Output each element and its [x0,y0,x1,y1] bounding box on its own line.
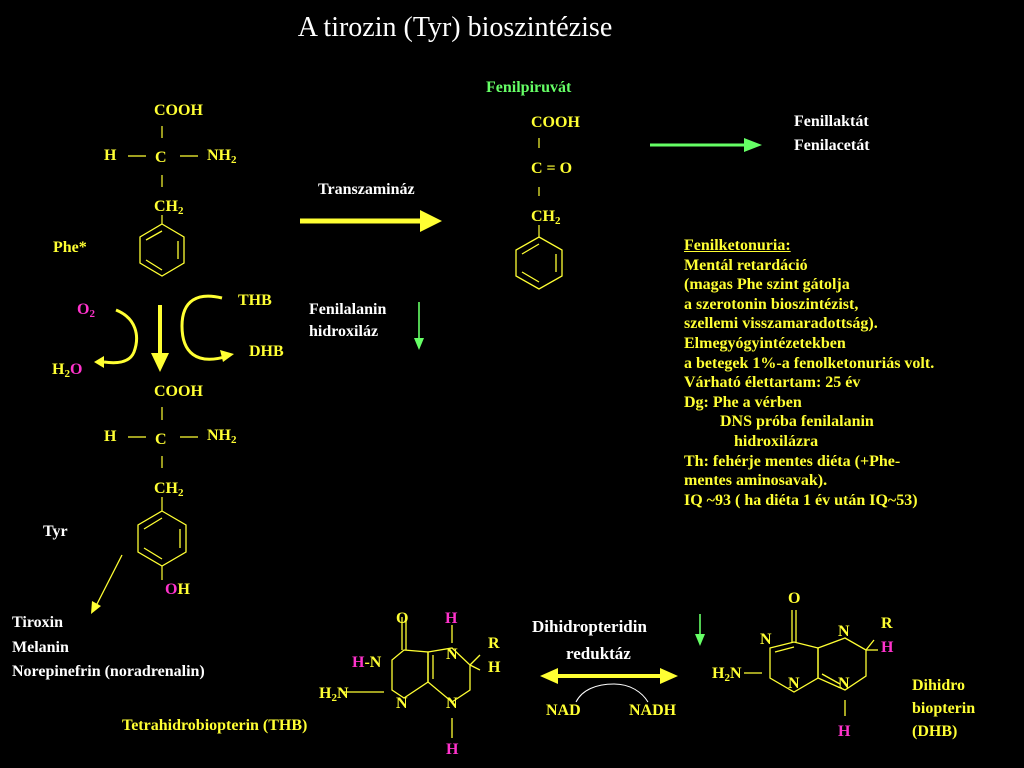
tyr-h: H [104,428,117,445]
slide-title: A tirozin (Tyr) bioszintézise [297,12,613,43]
thb-o: O [396,610,409,627]
transaminase-label: Transzamináz [318,181,415,198]
pku-line: Mentál retardáció [684,256,808,274]
reductase-double-arrow [540,668,678,684]
dhb-n-left: N [760,631,772,648]
reductase-arrow [695,614,705,646]
dhb-n-bottom-right: N [838,675,850,692]
o2-label: O2 [77,301,95,320]
tyr-product-melanin: Melanin [12,639,69,656]
dhb-name-line1: Dihidro [912,677,966,694]
product-fenillaktat: Fenillaktát [794,113,869,130]
phe-bonds [128,126,198,224]
pku-line: a szerotonin bioszintézist, [684,295,859,313]
tyr-c: C [155,431,167,448]
dhb-h2n: H2N [712,665,742,684]
dhb-n-top: N [838,623,850,640]
thb-name: Tetrahidrobiopterin (THB) [122,717,308,734]
pku-dns-line2: hidroxilázra [734,432,819,450]
dhb-o: O [788,590,801,607]
pku-line: a betegek 1%-a fenolketonuriás volt. [684,354,935,372]
phenylpyruvate-cooh: COOH [531,114,580,131]
pku-line: (magas Phe szint gátolja [684,276,850,294]
dhb-label: DHB [249,343,284,360]
thb-h-top: H [445,610,458,627]
thb-label: THB [238,292,272,309]
phe-cooh: COOH [154,102,203,119]
h2o-label: H2O [52,361,83,380]
pku-heading: Fenilketonuria: [684,237,791,254]
tyr-ch2: CH2 [154,480,184,499]
phe-label: Phe* [53,239,87,256]
phe-c: C [155,149,167,166]
thb-h-bottom: H [446,741,459,758]
thb-r: R [488,635,500,652]
tyr-product-norepinefrin: Norepinefrin (noradrenalin) [12,663,205,680]
phe-benzene-ring [139,223,185,277]
products-arrow [650,138,762,152]
pku-line: mentes aminosavak). [684,472,828,490]
pku-line: Elmegyógyintézetekben [684,334,846,352]
product-fenilacetat: Fenilacetát [794,137,870,154]
phenylpyruvate-benzene-ring [515,236,563,290]
thb-h2n: H2N [319,685,349,704]
pku-line: Várható élettartam: 25 év [684,374,861,392]
phenylpyruvate-co: C = O [531,160,573,177]
pku-info: Fenilketonuria: Mentál retardáció (magas… [684,236,934,510]
nad-label: NAD [546,702,581,719]
reductase-name-line2: reduktáz [566,644,631,663]
thb-h-r: H [488,659,501,676]
phe-ch2: CH2 [154,198,184,217]
tyr-oh: OH [165,581,190,598]
dhb-name-line2: biopterin [912,700,976,717]
hydroxylase-name-line1: Fenilalanin [309,301,387,318]
dhb-r: R [881,615,893,632]
thb-n-top: N [446,646,458,663]
tyr-label: Tyr [43,523,68,540]
phenylpyruvate-ch2: CH2 [531,208,561,227]
reductase-name-line1: Dihidropteridin [532,617,647,636]
nad-nadh-curve [575,683,649,703]
tyr-products-arrow [91,554,123,614]
pku-line: IQ ~93 ( ha diéta 1 év után IQ~53) [684,491,918,509]
transaminase-arrow [300,210,442,232]
tyr-nh2: NH2 [207,427,237,446]
thb-n-bottom-right: N [446,695,458,712]
dhb-h-r: H [881,639,894,656]
hydroxylase-arrow [414,302,424,350]
thb-n-bottom-left: N [396,695,408,712]
phe-nh2: NH2 [207,147,237,166]
tyr-benzene-ring [137,510,187,567]
dhb-ring [744,610,878,716]
pku-line: Dg: Phe a vérben [684,393,802,411]
dhb-h-bottom: H [838,723,851,740]
tyr-cooh: COOH [154,383,203,400]
thb-ring [344,617,481,738]
pku-line: szellemi visszamaradottság). [684,315,878,333]
nadh-label: NADH [629,702,677,719]
dhb-name-line3: (DHB) [912,723,958,740]
pku-line: Th: fehérje mentes diéta (+Phe- [684,452,901,470]
thb-dhb-curve [180,294,229,361]
hydroxylase-name-line2: hidroxiláz [309,323,379,340]
phe-to-tyr-arrow [151,305,169,372]
thb-hn-left: H-N [352,654,382,671]
tyr-bonds [128,407,198,580]
phenylpyruvate-name: Fenilpiruvát [486,79,572,96]
dhb-n-bottom-left: N [788,675,800,692]
pku-dns-line: DNS próba fenilalanin [720,413,874,431]
phe-h: H [104,147,117,164]
o2-h2o-curve [103,308,139,365]
tyr-product-tiroxin: Tiroxin [12,614,63,631]
